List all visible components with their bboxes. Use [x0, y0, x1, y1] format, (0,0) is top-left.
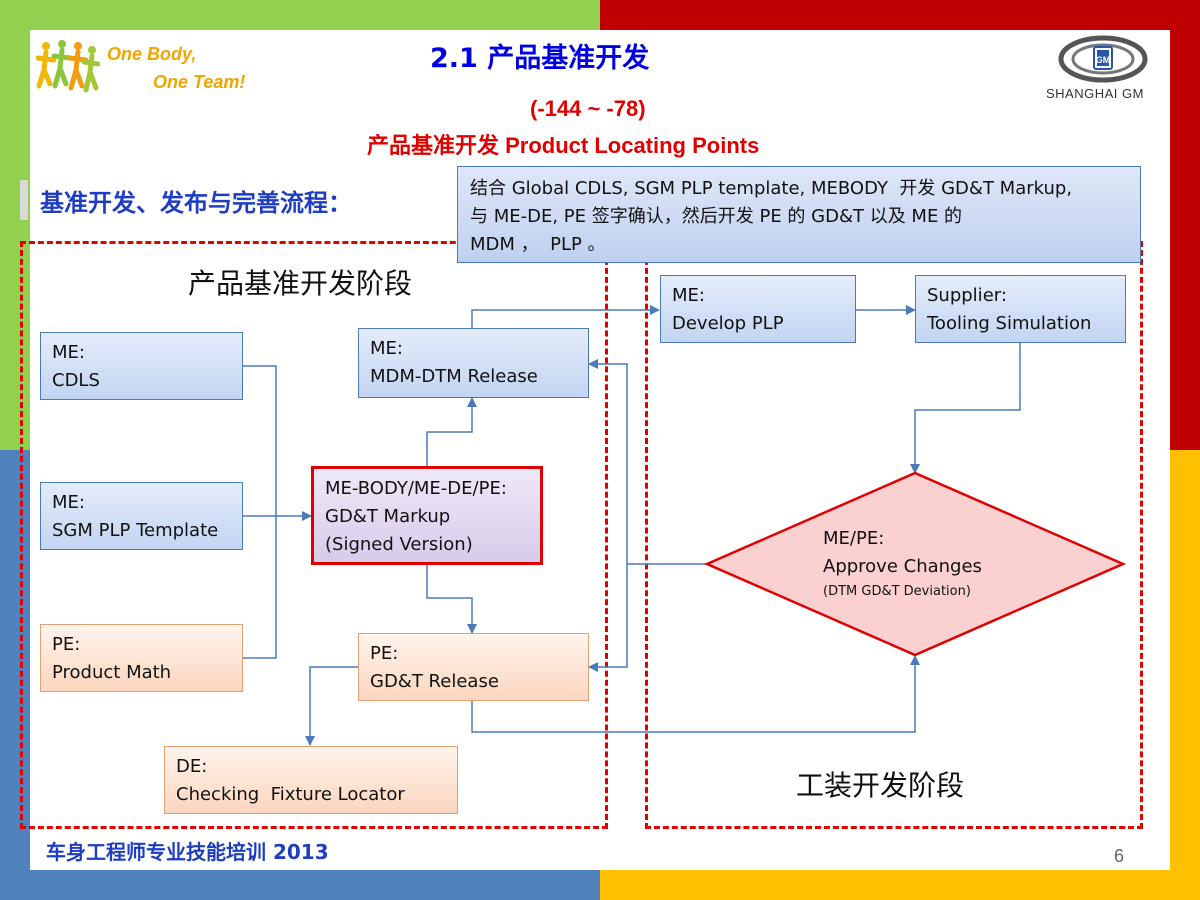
connector-approve-mdm: [588, 359, 708, 565]
product-stage-label: 产品基准开发阶段: [188, 267, 413, 300]
process-note: 结合 Global CDLS, SGM PLP template, MEBODY…: [457, 166, 1141, 263]
slogan-line-2: One Team!: [153, 72, 246, 92]
flow-heading: 基准开发、发布与完善流程：: [40, 189, 352, 217]
connector-markup-gdt-release: [426, 564, 477, 634]
node-me-plp-template: ME: SGM PLP Template: [40, 482, 243, 550]
connector-mdm-develop-plp: [471, 305, 660, 328]
node-pe-gdt-release: PE: GD&T Release: [358, 633, 589, 701]
connector-gdt-release-de: [305, 666, 358, 746]
node-me-develop-plp: ME: Develop PLP: [660, 275, 856, 343]
approve-note: (DTM GD&T Deviation): [823, 584, 971, 599]
product-stage-region: [20, 241, 608, 829]
heading-bar: [20, 180, 28, 220]
connector-supplier-approve: [910, 343, 1021, 474]
approve-role: ME/PE:: [823, 528, 885, 549]
slide-title: 2.1 产品基准开发: [430, 43, 650, 74]
company-name: SHANGHAI GM: [1046, 86, 1144, 101]
slide-subtitle: 产品基准开发 Product Locating Points: [367, 133, 760, 158]
node-pe-product-math: PE: Product Math: [40, 624, 243, 692]
connector-approve-gdt-release: [588, 564, 628, 672]
people-figures-logo-icon: [36, 40, 100, 93]
connector-cdls-markup: [242, 365, 277, 659]
slogan-line-1: One Body,: [107, 44, 197, 64]
svg-text:GM: GM: [1096, 55, 1111, 65]
approve-label: Approve Changes: [823, 556, 982, 577]
page-number: 6: [1114, 846, 1125, 866]
tooling-stage-label: 工装开发阶段: [796, 769, 965, 802]
connector-markup-mdm: [426, 397, 477, 468]
node-gdt-markup: ME-BODY/ME-DE/PE: GD&T Markup (Signed Ve…: [311, 466, 543, 565]
node-me-mdm-release: ME: MDM-DTM Release: [358, 328, 589, 398]
node-supplier-tooling: Supplier: Tooling Simulation: [915, 275, 1126, 343]
gm-emblem-icon: GM: [1058, 35, 1148, 83]
node-de-fixture-locator: DE: Checking Fixture Locator: [164, 746, 458, 814]
connector-gdt-release-approve: [471, 655, 920, 733]
node-me-cdls: ME: CDLS: [40, 332, 243, 400]
range-text: (-144 ~ -78): [530, 96, 646, 121]
footer-text: 车身工程师专业技能培训 2013: [46, 840, 329, 864]
approve-changes-diamond: [703, 471, 1127, 657]
